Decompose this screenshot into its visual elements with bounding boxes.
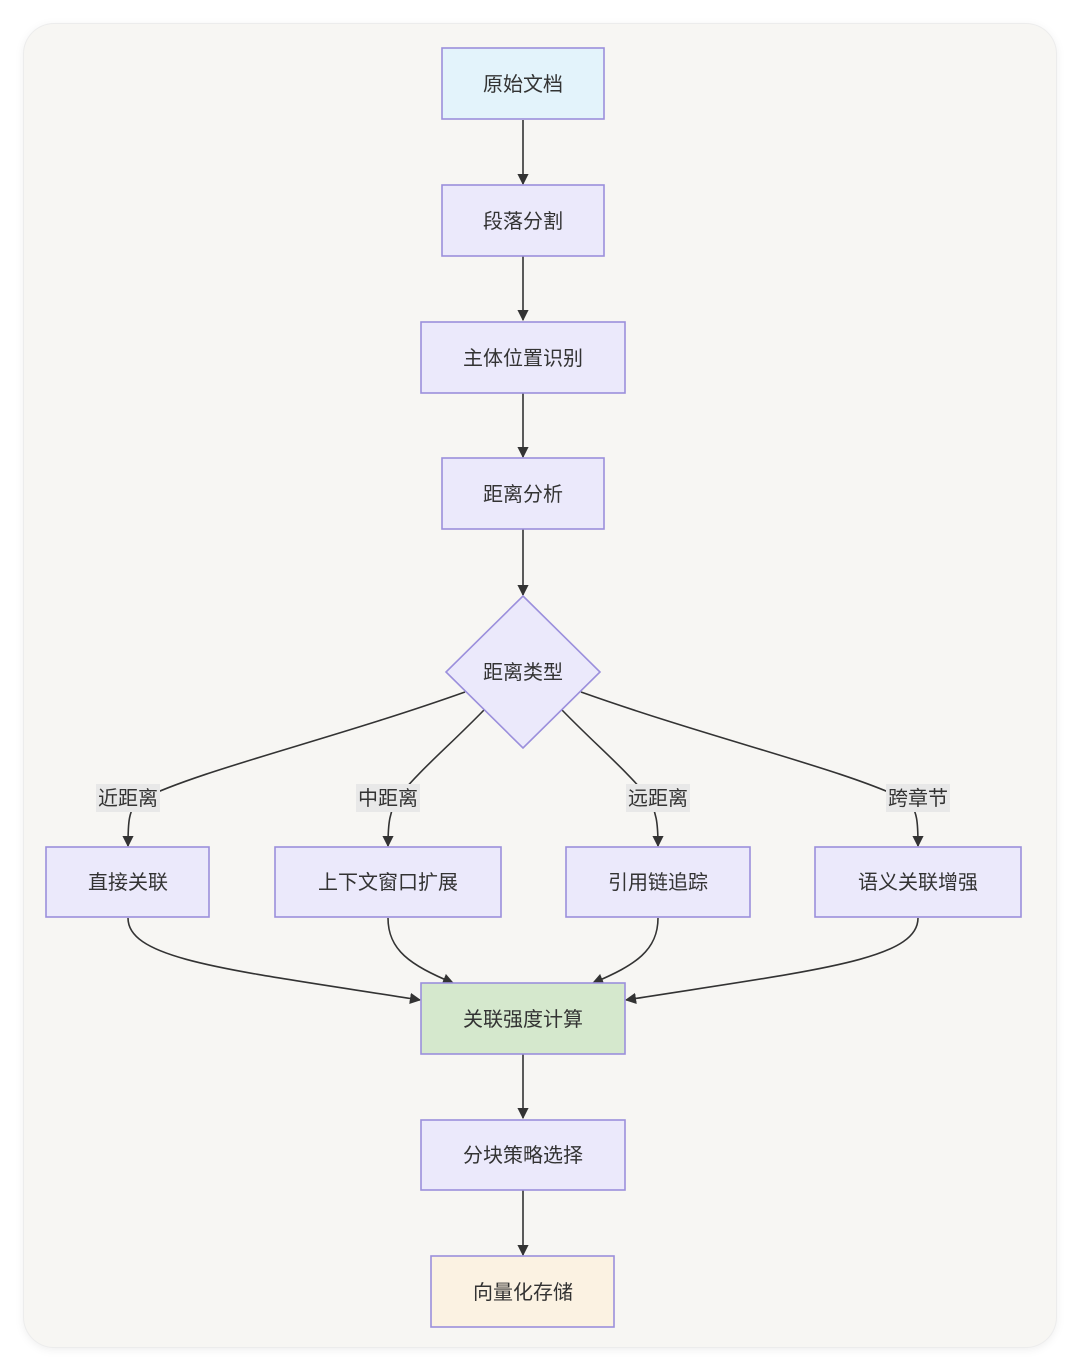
edge-type-context [382,709,485,848]
node-subject: 主体位置识别 [420,321,626,394]
node-strength: 关联强度计算 [420,982,626,1055]
edge-label-mid: 中距离 [356,784,420,812]
edge-label-chapter: 跨章节 [886,784,950,812]
node-doc: 原始文档 [441,47,605,120]
node-context-label: 上下文窗口扩展 [318,870,458,894]
edge-label-chapter-text: 跨章节 [888,786,948,810]
node-strategy-label: 分块策略选择 [463,1143,583,1167]
edge-semantic-strength [624,917,919,1004]
node-direct-label: 直接关联 [88,870,168,894]
node-semantic: 语义关联增强 [814,846,1022,918]
edge-type-semantic [580,691,924,848]
edge-label-far-text: 远距离 [628,786,688,810]
node-doc-label: 原始文档 [483,72,563,96]
node-split-label: 段落分割 [483,209,563,233]
node-distance-label: 距离分析 [483,482,563,506]
node-cite: 引用链追踪 [565,846,751,918]
node-direct: 直接关联 [45,846,210,918]
edge-label-mid-text: 中距离 [358,786,418,810]
node-split: 段落分割 [441,184,605,257]
edge-type-cite [561,709,664,848]
node-distance: 距离分析 [441,457,605,530]
edge-type-direct [122,691,466,848]
edge-context-strength [387,917,455,985]
node-semantic-label: 语义关联增强 [858,870,978,894]
node-type: 距离类型 [444,594,602,750]
node-subject-label: 主体位置识别 [463,346,583,370]
edge-label-near: 近距离 [96,784,160,812]
edge-label-near-text: 近距离 [98,786,158,810]
node-store-label: 向量化存储 [473,1280,573,1304]
edge-label-far: 远距离 [626,784,690,812]
node-cite-label: 引用链追踪 [608,870,708,894]
edge-direct-strength [127,917,422,1004]
node-strategy: 分块策略选择 [420,1119,626,1191]
diagram-card: 近距离 中距离 远距离 跨章节 原始文档 段落分割 主体位置识别 [24,24,1056,1347]
node-strength-label: 关联强度计算 [463,1007,583,1031]
flowchart: 近距离 中距离 远距离 跨章节 原始文档 段落分割 主体位置识别 [45,47,1022,1328]
node-store: 向量化存储 [430,1255,615,1328]
node-context: 上下文窗口扩展 [274,846,502,918]
node-type-label: 距离类型 [483,660,563,684]
edge-cite-strength [591,917,659,985]
